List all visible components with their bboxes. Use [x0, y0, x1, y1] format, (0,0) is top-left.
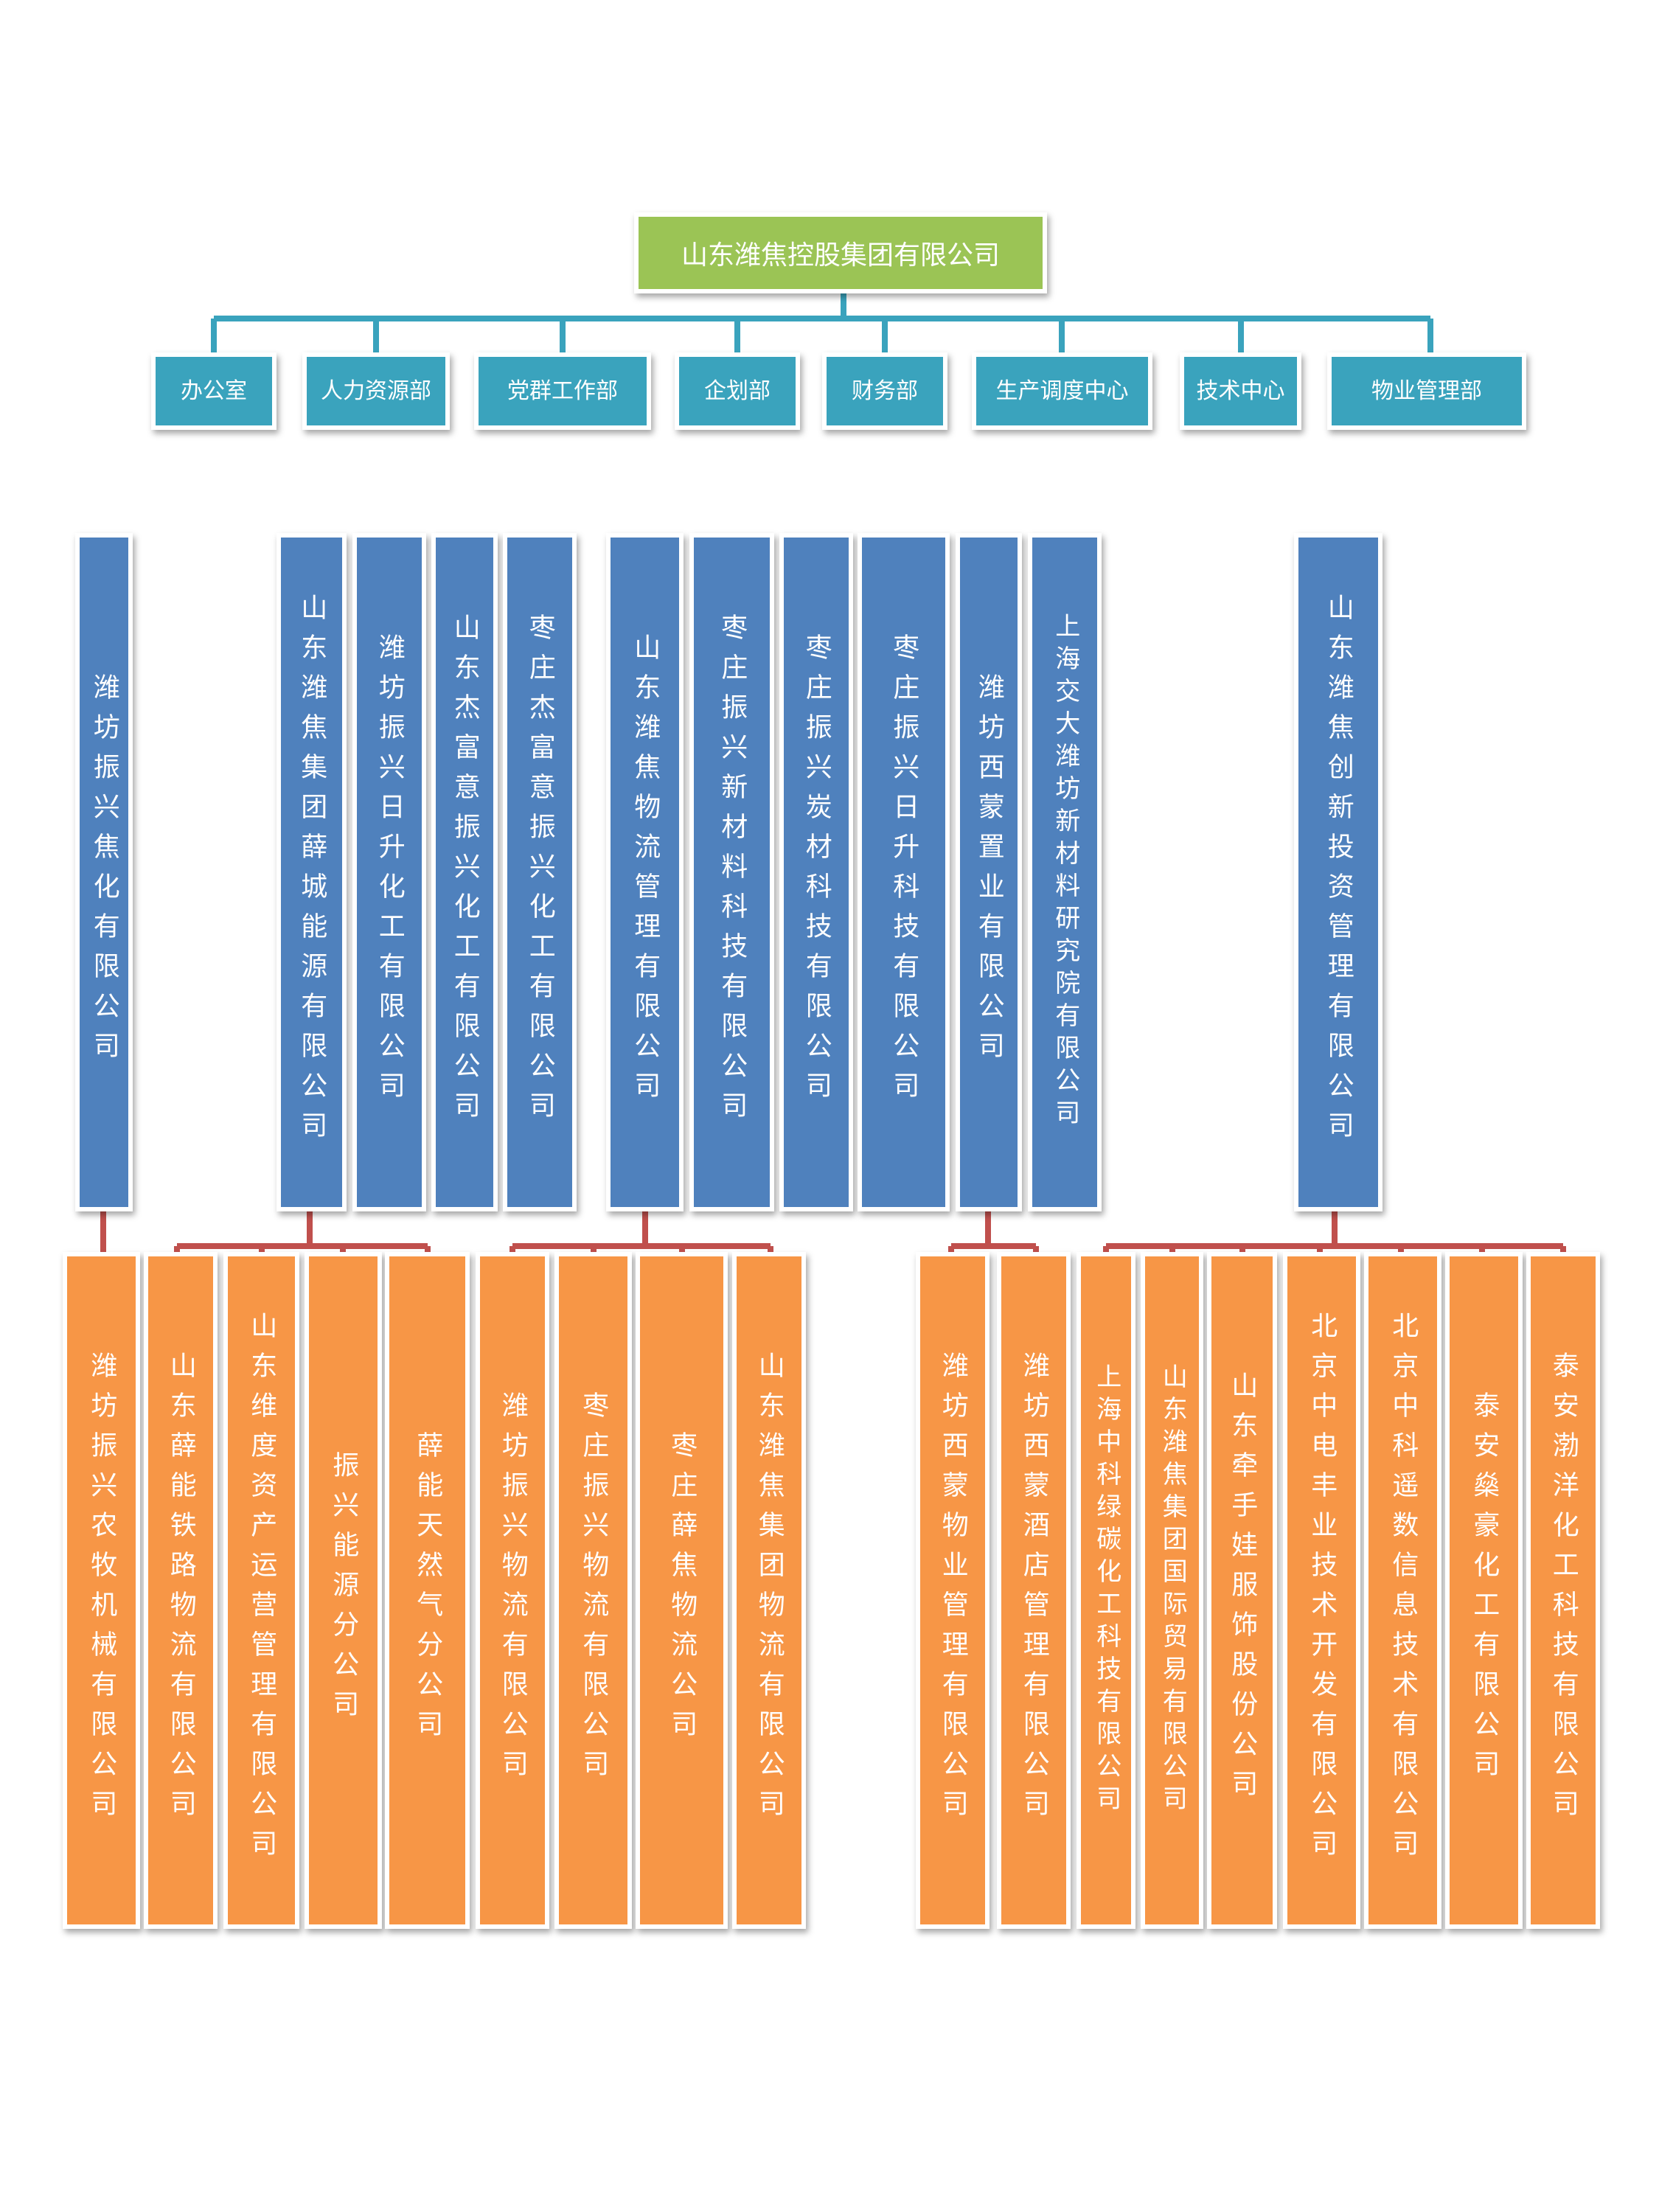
branch-box: 山东潍焦集团国际贸易有限公司	[1141, 1252, 1203, 1929]
branch-label: 潍坊西蒙物业管理有限公司	[937, 1352, 968, 1829]
branch-label: 泰安燊豪化工有限公司	[1469, 1391, 1500, 1790]
branch-label: 山东牵手娃服饰股份公司	[1227, 1371, 1258, 1809]
branch-box: 枣庄振兴物流有限公司	[554, 1252, 632, 1929]
branch-label: 振兴能源分公司	[328, 1451, 359, 1730]
subsidiary-box: 山东潍焦物流管理有限公司	[606, 533, 684, 1211]
dept-hr: 人力资源部	[302, 352, 450, 430]
subsidiary-label: 潍坊西蒙置业有限公司	[973, 673, 1004, 1071]
subsidiary-box: 潍坊振兴日升化工有限公司	[352, 533, 426, 1211]
subsidiary-box: 山东潍焦创新投资管理有限公司	[1294, 533, 1382, 1211]
branch-box: 泰安渤洋化工科技有限公司	[1526, 1252, 1600, 1929]
branch-label: 薛能天然气分公司	[412, 1431, 443, 1750]
subsidiary-box: 枣庄振兴日升科技有限公司	[858, 533, 950, 1211]
subsidiary-box: 潍坊西蒙置业有限公司	[956, 533, 1022, 1211]
branch-box: 山东牵手娃服饰股份公司	[1207, 1252, 1277, 1929]
branch-box: 潍坊振兴物流有限公司	[476, 1252, 549, 1929]
branch-box: 山东维度资产运营管理有限公司	[223, 1252, 299, 1929]
subsidiary-box: 枣庄杰富意振兴化工有限公司	[503, 533, 577, 1211]
branch-label: 潍坊振兴物流有限公司	[497, 1391, 528, 1790]
dept-property-management: 物业管理部	[1327, 352, 1526, 430]
branch-box: 振兴能源分公司	[305, 1252, 382, 1929]
subsidiary-box: 山东杰富意振兴化工有限公司	[431, 533, 498, 1211]
branch-box: 潍坊西蒙酒店管理有限公司	[997, 1252, 1071, 1929]
branch-box: 泰安燊豪化工有限公司	[1445, 1252, 1523, 1929]
dept-finance: 财务部	[822, 352, 947, 430]
subsidiary-label: 枣庄杰富意振兴化工有限公司	[524, 613, 555, 1131]
branch-box: 山东薛能铁路物流有限公司	[144, 1252, 218, 1929]
branch-label: 潍坊西蒙酒店管理有限公司	[1018, 1352, 1049, 1829]
dept-technology-center: 技术中心	[1180, 352, 1301, 430]
subsidiary-box: 潍坊振兴焦化有限公司	[75, 533, 133, 1211]
subsidiary-box: 上海交大潍坊新材料研究院有限公司	[1028, 533, 1102, 1211]
branch-box: 北京中电丰业技术开发有限公司	[1283, 1252, 1360, 1929]
branch-box: 潍坊西蒙物业管理有限公司	[916, 1252, 990, 1929]
subsidiary-label: 上海交大潍坊新材料研究院有限公司	[1050, 613, 1080, 1132]
branch-label: 山东潍焦集团国际贸易有限公司	[1158, 1363, 1188, 1818]
branch-label: 北京中科遥数信息技术有限公司	[1388, 1312, 1419, 1869]
dept-office: 办公室	[151, 352, 276, 430]
branch-box: 薛能天然气分公司	[385, 1252, 470, 1929]
subsidiary-label: 潍坊振兴日升化工有限公司	[374, 633, 405, 1111]
branch-box: 上海中科绿碳化工科技有限公司	[1077, 1252, 1135, 1929]
branch-label: 枣庄振兴物流有限公司	[578, 1391, 609, 1790]
branch-label: 北京中电丰业技术开发有限公司	[1307, 1312, 1338, 1869]
subsidiary-label: 山东杰富意振兴化工有限公司	[449, 613, 480, 1131]
subsidiary-box: 枣庄振兴炭材科技有限公司	[779, 533, 853, 1211]
dept-production-dispatch: 生产调度中心	[972, 352, 1152, 430]
branch-label: 潍坊振兴农牧机械有限公司	[86, 1352, 117, 1829]
branch-label: 泰安渤洋化工科技有限公司	[1548, 1352, 1579, 1829]
branch-box: 枣庄薛焦物流公司	[636, 1252, 728, 1929]
subsidiary-label: 山东潍焦集团薛城能源有限公司	[296, 594, 327, 1151]
branch-box: 山东潍焦集团物流有限公司	[732, 1252, 806, 1929]
root-company: 山东潍焦控股集团有限公司	[634, 212, 1047, 293]
branch-box: 潍坊振兴农牧机械有限公司	[63, 1252, 140, 1929]
branch-label: 上海中科绿碳化工科技有限公司	[1091, 1363, 1121, 1818]
subsidiary-label: 枣庄振兴炭材科技有限公司	[801, 633, 832, 1111]
subsidiary-box: 山东潍焦集团薛城能源有限公司	[276, 533, 347, 1211]
subsidiary-label: 潍坊振兴焦化有限公司	[88, 673, 119, 1071]
subsidiary-label: 山东潍焦物流管理有限公司	[630, 633, 661, 1111]
branch-label: 枣庄薛焦物流公司	[667, 1431, 698, 1750]
subsidiary-label: 枣庄振兴日升科技有限公司	[888, 633, 919, 1111]
branch-label: 山东维度资产运营管理有限公司	[246, 1312, 277, 1869]
dept-party-work: 党群工作部	[474, 352, 651, 430]
branch-label: 山东薛能铁路物流有限公司	[165, 1352, 196, 1829]
subsidiary-label: 枣庄振兴新材料科技有限公司	[717, 613, 748, 1131]
subsidiary-label: 山东潍焦创新投资管理有限公司	[1323, 594, 1354, 1151]
branch-box: 北京中科遥数信息技术有限公司	[1364, 1252, 1441, 1929]
branch-label: 山东潍焦集团物流有限公司	[754, 1352, 785, 1829]
subsidiary-box: 枣庄振兴新材料科技有限公司	[689, 533, 774, 1211]
dept-planning: 企划部	[675, 352, 800, 430]
